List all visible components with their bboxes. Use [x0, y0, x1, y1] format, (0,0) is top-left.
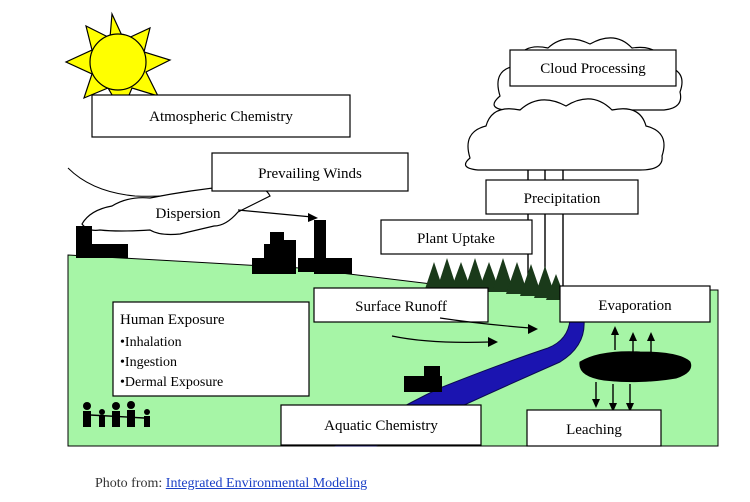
dispersion-label: Dispersion [156, 206, 221, 222]
svg-text:Evaporation: Evaporation [598, 298, 672, 314]
aquatic-chemistry-label: Aquatic Chemistry [280, 404, 482, 446]
caption-prefix: Photo from: [95, 476, 166, 491]
exposure-route: •Inhalation [120, 335, 182, 350]
exposure-route: •Ingestion [120, 355, 177, 370]
sun-icon [64, 11, 172, 114]
source-link[interactable]: Integrated Environmental Modeling [165, 476, 368, 491]
plant-uptake-label: Plant Uptake [380, 219, 533, 255]
svg-text:Cloud Processing: Cloud Processing [540, 61, 646, 77]
svg-text:Atmospheric Chemistry: Atmospheric Chemistry [149, 109, 293, 125]
building-icon [404, 366, 442, 392]
human-exposure-panel: Human Exposure •Inhalation •Ingestion •D… [112, 301, 310, 397]
pond [579, 351, 692, 383]
svg-text:Precipitation: Precipitation [524, 191, 601, 207]
exposure-route: •Dermal Exposure [120, 375, 223, 390]
evaporation-arrows [614, 334, 652, 352]
svg-text:Leaching: Leaching [566, 422, 622, 438]
runoff-arrows [391, 317, 531, 343]
human-exposure-title: Human Exposure [120, 312, 225, 328]
svg-text:Surface Runoff: Surface Runoff [355, 299, 447, 315]
precipitation-label: Precipitation [485, 179, 639, 215]
prevailing-winds-label: Prevailing Winds [211, 152, 409, 192]
evaporation-arrowheads [611, 326, 655, 341]
factory-icon [76, 226, 128, 258]
dispersion-plume: Dispersion [81, 183, 271, 236]
photo-caption: Photo from: Integrated Environmental Mod… [95, 476, 367, 492]
diagram-canvas: Atmospheric Chemistry Cloud Processing P… [64, 11, 719, 447]
evaporation-label: Evaporation [559, 285, 711, 323]
leaching-arrows [595, 382, 631, 404]
leaching-arrowheads [592, 399, 634, 412]
cloud-processing-label: Cloud Processing [509, 49, 677, 87]
city-skyline-icon [252, 220, 352, 274]
rain-cloud-icon [464, 98, 665, 171]
svg-text:Aquatic Chemistry: Aquatic Chemistry [324, 418, 438, 434]
leaching-label: Leaching [526, 409, 662, 447]
surface-runoff-label: Surface Runoff [313, 287, 489, 323]
svg-text:Plant Uptake: Plant Uptake [417, 231, 495, 247]
svg-text:Prevailing Winds: Prevailing Winds [258, 166, 362, 182]
family-icon [83, 401, 150, 427]
wind-arrow [237, 209, 318, 222]
runoff-arrowhead [528, 324, 538, 334]
atmospheric-chemistry-label: Atmospheric Chemistry [91, 94, 351, 138]
forest-icon [424, 258, 566, 300]
runoff-arrowhead [488, 337, 498, 347]
